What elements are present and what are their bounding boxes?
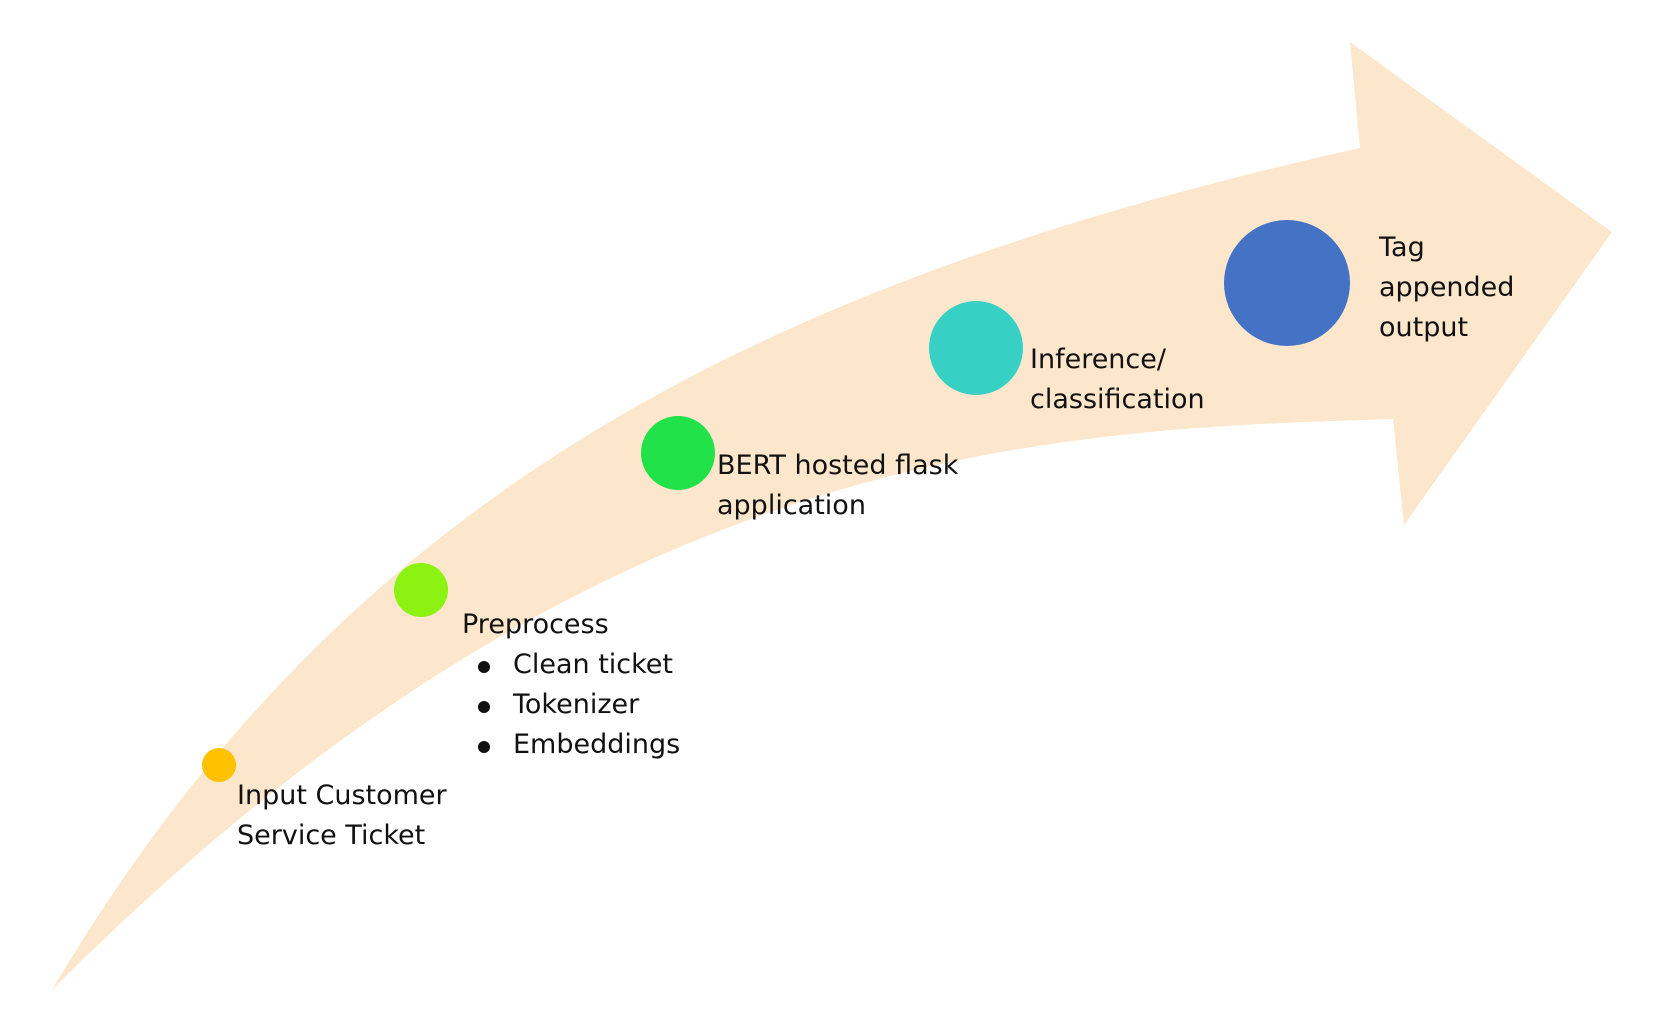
- step-label-bert: BERT hosted flask application: [717, 446, 958, 526]
- step-label-line: BERT hosted flask: [717, 450, 959, 481]
- step-dot-inference: [929, 301, 1023, 395]
- step-label-line: classification: [1030, 384, 1205, 415]
- curved-arrow-shape: [52, 42, 1612, 990]
- step-dot-bert: [641, 416, 715, 490]
- step-label-line: Inference/: [1030, 344, 1166, 375]
- step-label-line: Preprocess: [462, 609, 609, 640]
- step-label-line: Input Customer: [237, 780, 447, 811]
- step-dot-preprocess: [394, 563, 448, 617]
- step-label-inference: Inference/ classification: [1030, 340, 1205, 420]
- bullet-item: Embeddings: [462, 725, 680, 765]
- step-label-output: Tag appended output: [1379, 228, 1514, 348]
- step-label-line: application: [717, 490, 866, 521]
- step-label-line: Service Ticket: [237, 820, 426, 851]
- step-label-line: output: [1379, 312, 1469, 343]
- step-label-input: Input Customer Service Ticket: [237, 776, 447, 856]
- step-dot-input: [202, 748, 236, 782]
- preprocess-bullet-list: Clean ticket Tokenizer Embeddings: [462, 645, 680, 765]
- bullet-item: Clean ticket: [462, 645, 680, 685]
- bullet-item: Tokenizer: [462, 685, 680, 725]
- step-label-preprocess: Preprocess Clean ticket Tokenizer Embedd…: [462, 605, 680, 765]
- step-dot-output: [1224, 220, 1350, 346]
- step-label-line: appended: [1379, 272, 1515, 303]
- step-label-line: Tag: [1379, 232, 1425, 263]
